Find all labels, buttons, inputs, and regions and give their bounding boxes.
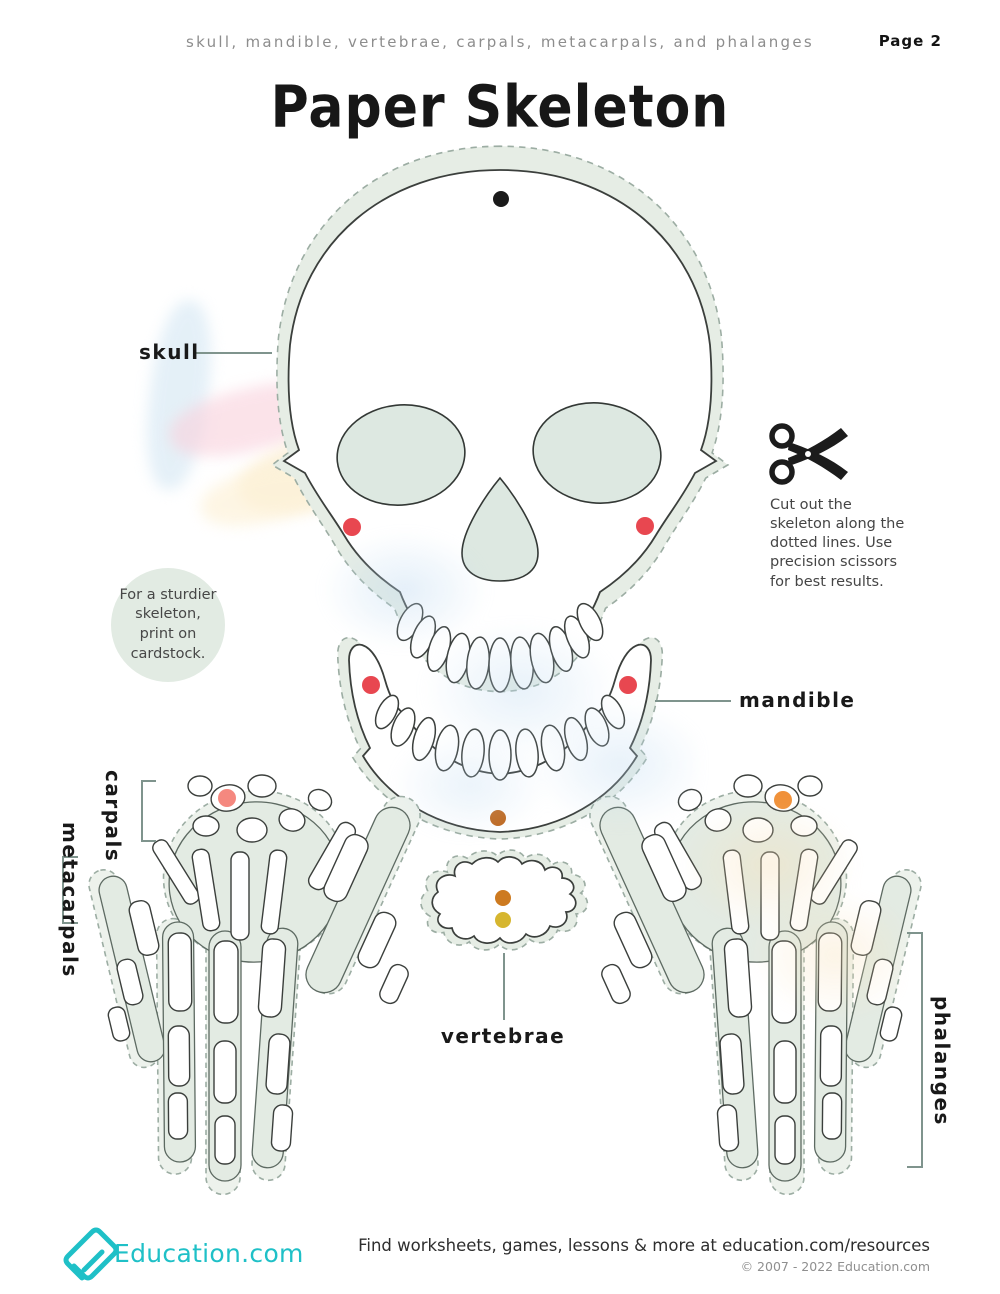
mandible-dot-right-red	[619, 676, 637, 694]
skull-piece	[270, 145, 730, 693]
label-carpals: carpals	[101, 770, 125, 863]
label-phalanges: phalanges	[930, 996, 954, 1126]
left-hand-piece	[85, 774, 428, 1196]
cardstock-note-circle: For a sturdier skeleton, print on cardst…	[111, 568, 225, 682]
carpals-bracket	[141, 780, 156, 842]
phalanges-bracket	[907, 932, 923, 1168]
right-hand-piece	[582, 774, 925, 1196]
page-number: Page 2	[878, 32, 942, 50]
footer-resources-text: Find worksheets, games, lessons & more a…	[358, 1236, 930, 1255]
skull-eye-sockets	[336, 402, 662, 506]
mandible-dot-brown	[490, 810, 506, 826]
mandible-dot-left-red	[362, 676, 380, 694]
vertebrae-dot-gold	[495, 912, 511, 928]
cardstock-note-text: For a sturdier skeleton, print on cardst…	[119, 586, 217, 662]
label-vertebrae: vertebrae	[440, 1024, 566, 1048]
page-title: Paper Skeleton	[270, 74, 730, 142]
leader-lines	[62, 352, 923, 1168]
label-metacarpals: metacarpals	[58, 822, 82, 978]
mandible-teeth	[374, 694, 626, 781]
footer-copyright: © 2007 - 2022 Education.com	[740, 1259, 930, 1274]
education-logo-icon	[63, 1227, 119, 1281]
mandible-piece	[336, 636, 664, 840]
skull-dot-right-red	[636, 517, 654, 535]
vertebrae-dot-rust	[495, 890, 511, 906]
skull-upper-teeth	[396, 602, 604, 693]
education-brand-wordmark[interactable]: Education.com	[114, 1239, 304, 1268]
skull-dot-left-red	[343, 518, 361, 536]
header-subtitle: skull, mandible, vertebrae, carpals, met…	[185, 33, 815, 51]
cut-instructions: Cut out the skeleton along the dotted li…	[770, 497, 905, 590]
fastener-dots	[218, 191, 792, 928]
right-hand-dot-orange	[774, 791, 792, 809]
metacarpals-bracket	[62, 856, 78, 924]
skull-hang-hole	[493, 191, 509, 207]
label-mandible: mandible	[739, 688, 856, 712]
skull-nose	[461, 476, 539, 582]
left-hand-dot-salmon	[218, 789, 236, 807]
scissors-icon	[769, 423, 848, 485]
label-skull: skull	[139, 340, 200, 364]
